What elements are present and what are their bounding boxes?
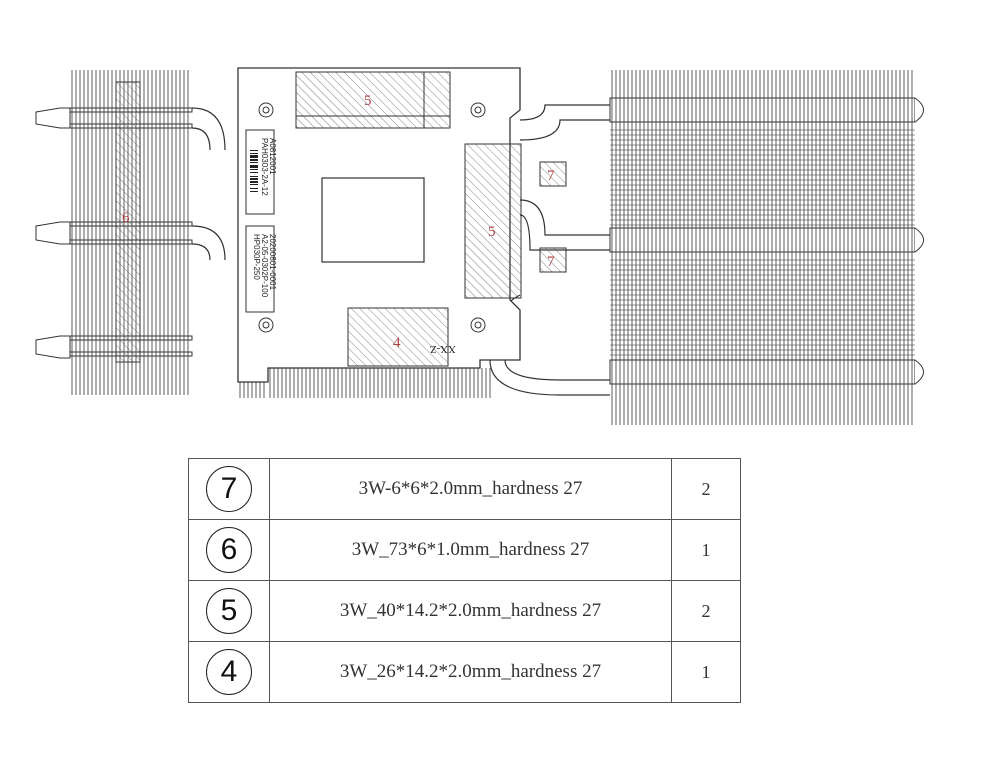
- part-qty: 1: [671, 519, 741, 581]
- table-row: 7 3W-6*6*2.0mm_hardness 27 2: [188, 458, 741, 520]
- part-qty: 2: [671, 458, 741, 520]
- part-spec: 3W-6*6*2.0mm_hardness 27: [269, 458, 672, 520]
- orientation-mark: XX-Z: [429, 343, 456, 355]
- thermal-pad-7-top: [539, 161, 567, 187]
- table-row: 5 3W_40*14.2*2.0mm_hardness 27 2: [188, 580, 741, 642]
- screw-hole: [470, 317, 486, 333]
- screw-hole: [258, 102, 274, 118]
- thermal-pad-5-right: [464, 143, 522, 299]
- screw-hole: [258, 317, 274, 333]
- part-spec: 3W_73*6*1.0mm_hardness 27: [269, 519, 672, 581]
- part-index: 6: [206, 527, 252, 573]
- barcode: [250, 150, 258, 192]
- thermal-pad-5-top: [295, 71, 451, 129]
- gpu-contact-area: [321, 177, 425, 263]
- baseplate: PAH0303-2A-12 A0812001 HP030P-250 A2-05-…: [237, 67, 522, 398]
- part-qty: 1: [671, 641, 741, 703]
- part-qty: 2: [671, 580, 741, 642]
- thermal-pad-table: 7 3W-6*6*2.0mm_hardness 27 2 6 3W_73*6*1…: [188, 458, 741, 703]
- callout-4: 4: [393, 335, 401, 351]
- part-spec: 3W_26*14.2*2.0mm_hardness 27: [269, 641, 672, 703]
- screw-hole: [470, 102, 486, 118]
- part-index: 7: [206, 466, 252, 512]
- table-row: 4 3W_26*14.2*2.0mm_hardness 27 1: [188, 641, 741, 703]
- sticker: [245, 225, 275, 313]
- sticker-line-2: A2-05-0302P-100: [260, 234, 269, 298]
- part-spec: 3W_40*14.2*2.0mm_hardness 27: [269, 580, 672, 642]
- thermal-pad-6: [115, 81, 141, 363]
- heatsink-drawing: PAH0303-2A-12 A0812001 HP030P-250 A2-05-…: [35, 67, 924, 425]
- baseplate-stamp-line-1: PAH0303-2A-12: [260, 138, 269, 196]
- callout-5-right: 5: [488, 224, 496, 240]
- left-fin-stack: [35, 70, 193, 395]
- right-fin-stack: [539, 70, 924, 425]
- part-index: 5: [206, 588, 252, 634]
- part-index: 4: [206, 649, 252, 695]
- thermal-pad-7-bottom: [539, 247, 567, 273]
- sticker-line-3: 20200801-0001: [268, 234, 277, 291]
- callout-6: 6: [122, 210, 130, 226]
- baseplate-stamp-line-2: A0812001: [268, 138, 277, 175]
- callout-7-bottom: 7: [547, 254, 555, 270]
- callout-5-top: 5: [364, 93, 372, 109]
- sticker-line-1: HP030P-250: [252, 234, 261, 280]
- callout-7-top: 7: [547, 168, 555, 184]
- thermal-pad-4: [347, 307, 449, 367]
- table-row: 6 3W_73*6*1.0mm_hardness 27 1: [188, 519, 741, 581]
